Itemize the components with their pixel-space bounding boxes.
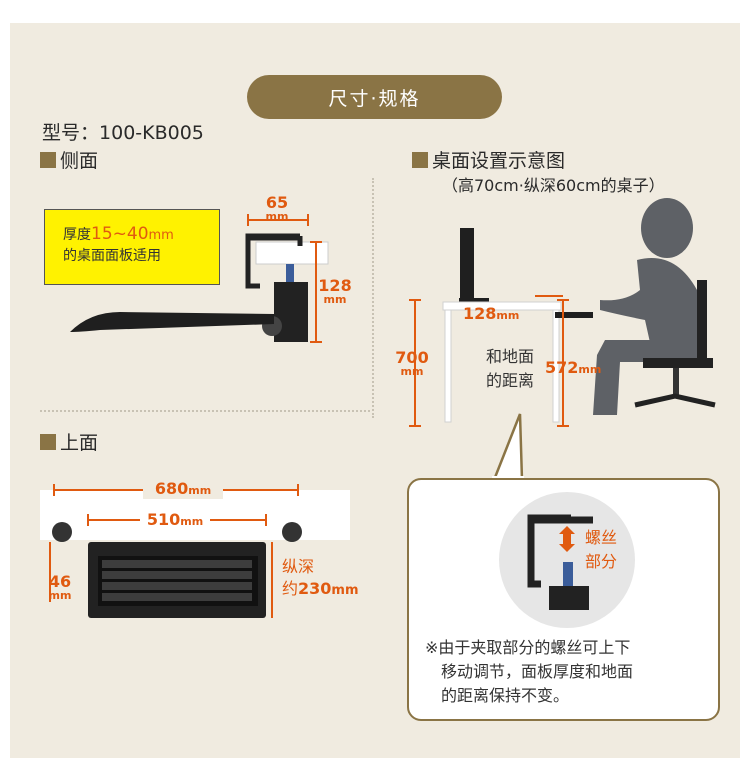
desk-setup-heading: 桌面设置示意图 [412, 146, 565, 173]
square-bullet-icon [412, 152, 428, 168]
desk-clamp-dimension: 128mm [463, 304, 520, 323]
side-view-diagram [70, 214, 329, 343]
note-pointer [492, 413, 524, 482]
desk-setup-diagram [409, 198, 716, 427]
page-title: 尺寸·规格 [247, 75, 502, 119]
floor-distance-label: 和地面 的距离 [486, 347, 535, 390]
desk-setup-subheading: （高70cm·纵深60cm的桌子） [442, 176, 665, 195]
top-depth-dimension: 纵深 约230mm [282, 557, 359, 598]
side-view-heading: 侧面 [40, 146, 98, 173]
adjustment-note: ※由于夹取部分的螺丝可上下 移动调节，面板厚度和地面 的距离保持不变。 [425, 638, 634, 705]
divider-vertical [372, 178, 374, 418]
screw-part-label: 螺丝 部分 [585, 528, 618, 571]
thickness-callout: 厚度15~40mm 的桌面面板适用 [44, 209, 220, 285]
top-view-heading: 上面 [40, 428, 98, 455]
top-view-diagram [40, 484, 350, 618]
square-bullet-icon [40, 152, 56, 168]
square-bullet-icon [40, 434, 56, 450]
top-inner-width-dimension: 510mm [140, 512, 210, 530]
divider-horizontal [40, 410, 370, 412]
model-number: 型号：100-KB005 [42, 122, 204, 144]
top-total-width-dimension: 680mm [143, 481, 223, 499]
clamp-closeup-image [499, 492, 635, 628]
floor-distance-dimension: 572mm [545, 358, 602, 377]
